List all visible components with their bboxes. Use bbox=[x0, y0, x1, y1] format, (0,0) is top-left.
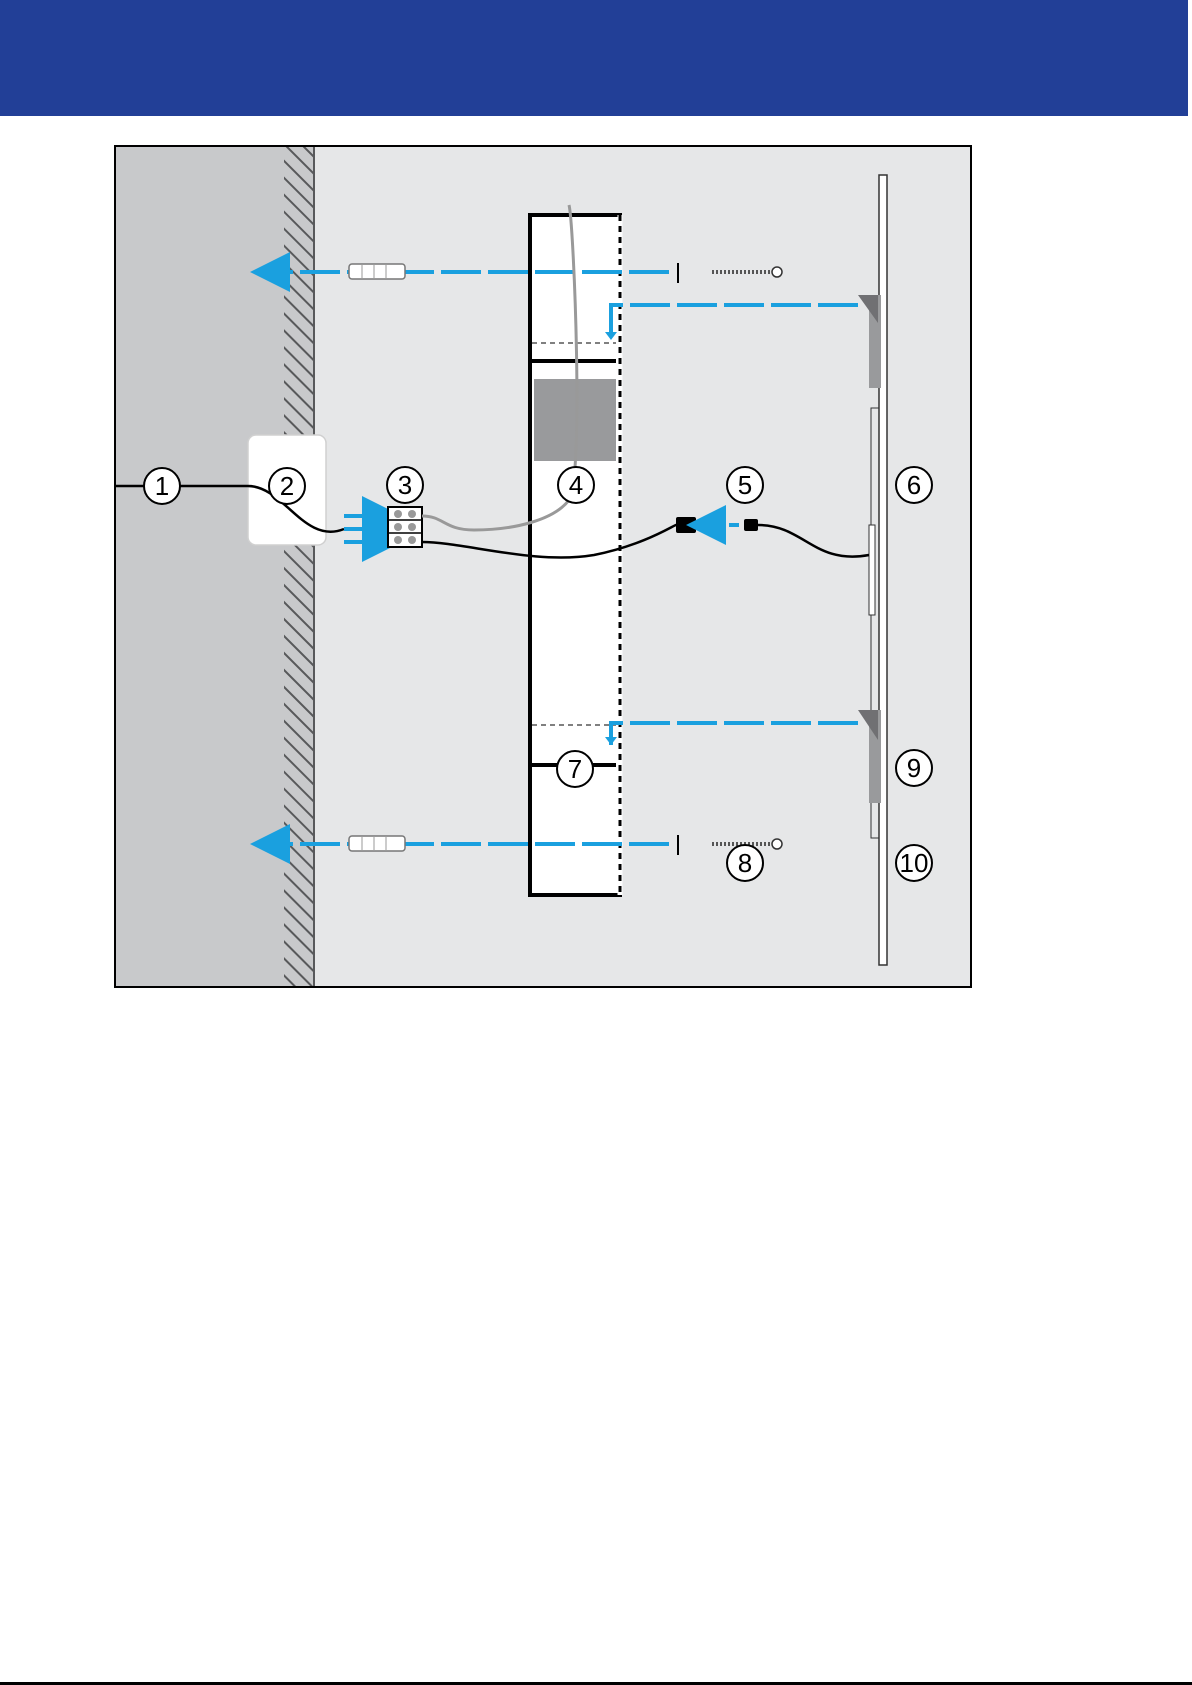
marker-1: 1 bbox=[144, 468, 180, 504]
svg-text:9: 9 bbox=[907, 753, 921, 783]
wall bbox=[116, 147, 286, 986]
installation-diagram-svg: 1 2 3 4 5 6 7 8 9 10 bbox=[114, 145, 972, 988]
marker-8: 8 bbox=[727, 845, 763, 881]
svg-text:5: 5 bbox=[738, 470, 752, 500]
svg-text:2: 2 bbox=[280, 471, 294, 501]
marker-10: 10 bbox=[896, 845, 932, 881]
header-edge bbox=[1188, 0, 1192, 116]
svg-text:7: 7 bbox=[568, 754, 582, 784]
terminal-block bbox=[388, 507, 422, 547]
installation-diagram: 1 2 3 4 5 6 7 8 9 10 bbox=[114, 145, 972, 988]
marker-7: 7 bbox=[557, 751, 593, 787]
marker-9: 9 bbox=[896, 750, 932, 786]
upper-dowel bbox=[349, 264, 405, 279]
svg-text:1: 1 bbox=[155, 471, 169, 501]
marker-2: 2 bbox=[269, 468, 305, 504]
svg-text:4: 4 bbox=[569, 470, 583, 500]
plug-female bbox=[676, 517, 696, 533]
svg-text:10: 10 bbox=[900, 848, 929, 878]
svg-text:8: 8 bbox=[738, 848, 752, 878]
marker-5: 5 bbox=[727, 467, 763, 503]
marker-6: 6 bbox=[896, 467, 932, 503]
mirror-panel bbox=[879, 175, 887, 965]
header-band bbox=[0, 0, 1192, 116]
svg-text:6: 6 bbox=[907, 470, 921, 500]
marker-4: 4 bbox=[558, 467, 594, 503]
marker-3: 3 bbox=[387, 467, 423, 503]
svg-text:3: 3 bbox=[398, 470, 412, 500]
lower-dowel bbox=[349, 836, 405, 851]
